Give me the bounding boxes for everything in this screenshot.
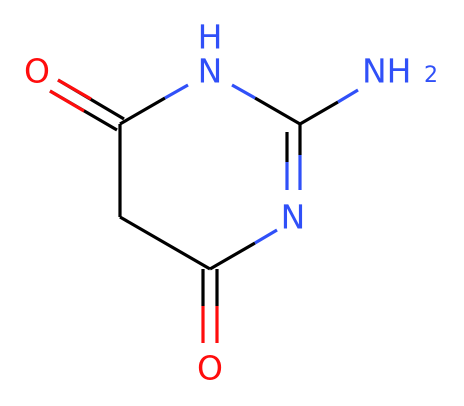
bond-c2-nh2-black xyxy=(299,100,339,126)
bond-n3-left-blue xyxy=(164,83,189,100)
bond-n3-c2-black xyxy=(254,96,301,126)
atom-nitrogen-top-n: N xyxy=(198,52,223,91)
bond-n3-right-blue xyxy=(231,83,256,100)
bond-o-left-red-b xyxy=(57,78,92,101)
atom-oxygen-left: O xyxy=(24,52,50,91)
bond-c5-c6 xyxy=(119,215,211,271)
bond-lines xyxy=(49,78,339,306)
bond-c6-n1-black xyxy=(209,241,256,271)
bond-c4-n3-black xyxy=(119,96,166,126)
bond-nh2-blue xyxy=(337,88,359,104)
atom-oxygen-bottom: O xyxy=(197,349,223,388)
bond-n1-c6-blue xyxy=(254,228,278,245)
bond-color-segments xyxy=(49,78,359,343)
bond-o-left-red-a xyxy=(49,89,85,113)
atom-amino-subscript: 2 xyxy=(424,63,438,88)
atom-nitrogen-bottom: N xyxy=(281,198,306,237)
atom-labels: O H N NH 2 N O xyxy=(24,18,438,388)
atom-nitrogen-top-h: H xyxy=(198,18,223,57)
atom-amino-group: NH xyxy=(362,52,412,91)
